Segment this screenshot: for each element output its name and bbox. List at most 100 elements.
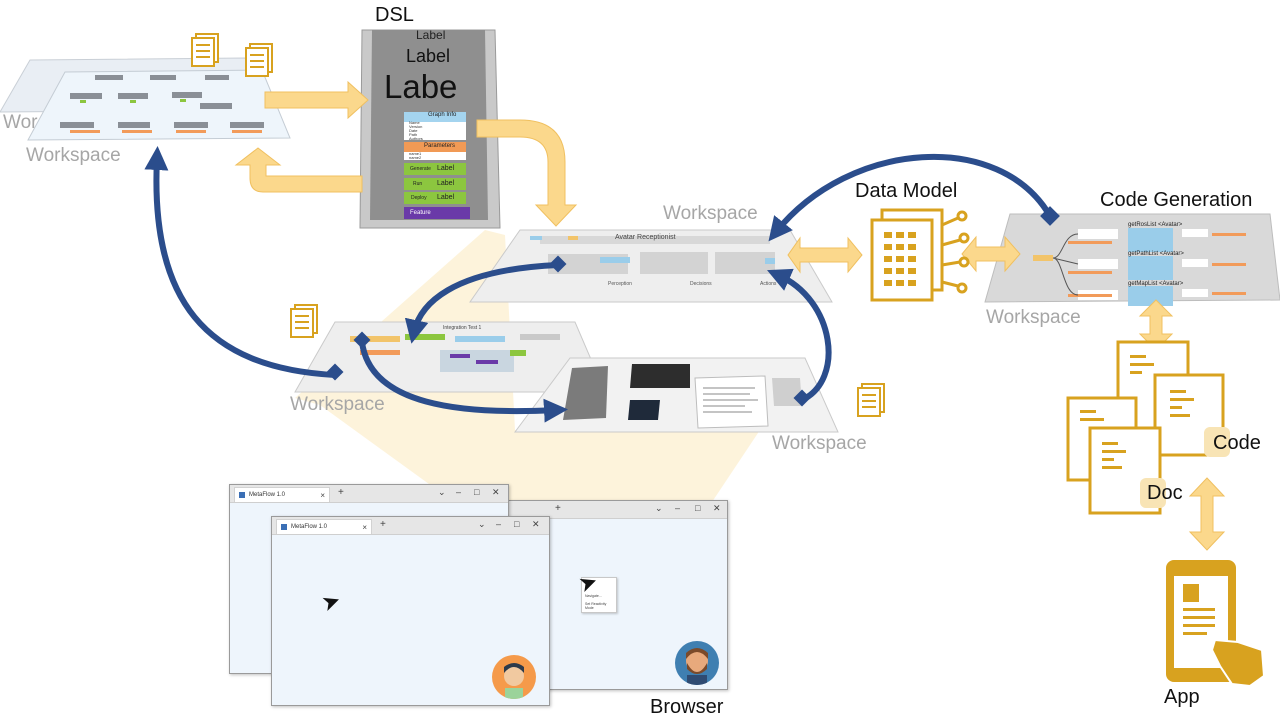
doc-label: Doc <box>1147 482 1183 504</box>
dsl-panel <box>359 29 501 229</box>
close-icon[interactable]: ✕ <box>713 503 721 513</box>
arrow-dsl-to-center-workspace <box>476 119 578 227</box>
tabs-dropdown-icon[interactable]: ⌄ <box>655 503 663 513</box>
workspace-center <box>469 229 833 303</box>
minimize-icon[interactable]: – <box>496 519 502 529</box>
arrow-code-generation-to-center <box>768 153 1053 242</box>
new-tab-icon[interactable]: + <box>338 487 344 498</box>
code-generation-title: Code Generation <box>1100 189 1253 211</box>
menu-item-navigate[interactable]: Navigate... <box>585 594 602 598</box>
avatar-young-man <box>492 655 536 699</box>
workspace-code-generation <box>984 213 1280 306</box>
arrow-dsl-to-workspace <box>234 147 363 193</box>
dsl-graph-field-4: Path <box>409 132 418 137</box>
tab-close-icon[interactable]: × <box>362 523 367 532</box>
dsl-big-label-1: Label <box>416 28 446 42</box>
data-model-title: Data Model <box>855 180 958 202</box>
dsl-button-run-label: Label <box>437 180 455 187</box>
doc-icon-dots <box>196 44 876 408</box>
codegen-function-1: getRosList <Avatar> <box>1128 222 1183 228</box>
dsl-graph-field-1: Name <box>409 120 420 125</box>
dsl-button-deploy-label: Label <box>437 194 455 201</box>
workspace-label-right-middle: Workspace <box>772 433 867 454</box>
menu-item-reactivity[interactable]: Set Reactivity Mode <box>585 602 607 610</box>
dsl-graph-field-5: Authors <box>409 136 423 141</box>
dsl-button-generate[interactable]: Generate <box>410 166 431 172</box>
minimize-icon[interactable]: – <box>675 503 681 513</box>
mouse-cursor-icon: ➤ <box>575 567 601 598</box>
browser-tabbar: MetaFlow 1.0× + ⌄ – □ ✕ <box>272 517 549 535</box>
dsl-graph-field-3: Date <box>409 128 418 133</box>
browser-tabbar: MetaFlow 1.0× + ⌄ – □ ✕ <box>230 485 508 503</box>
dsl-flow-arrows <box>234 80 1226 551</box>
tab-close-icon[interactable]: × <box>320 491 325 500</box>
workspace-label-top-left: Workspace <box>26 145 121 166</box>
tabs-dropdown-icon[interactable]: ⌄ <box>478 519 486 529</box>
dsl-button-generate-label: Label <box>437 165 455 172</box>
context-menu: Navigate... Set Reactivity Mode <box>581 577 617 613</box>
workspace-top-left-nodes <box>60 75 264 128</box>
arrow-center-to-left-workspace <box>404 262 561 344</box>
doc-file-front <box>1088 426 1162 515</box>
code-doc-lines <box>1080 355 1194 469</box>
app-tab-icon <box>281 524 287 530</box>
dsl-param-field-1: name1 <box>409 151 422 156</box>
arrow-data-model-to-code-generation <box>961 235 1021 273</box>
arrow-left-to-right-workspace <box>359 339 568 423</box>
codegen-function-2: getPathList <Avatar> <box>1128 251 1184 257</box>
dsl-title: DSL <box>375 4 414 26</box>
maximize-icon[interactable]: □ <box>514 519 520 529</box>
arrow-workspace-to-dsl <box>264 80 369 120</box>
browser-tabbar: + ⌄ – □ ✕ <box>509 501 727 519</box>
arrow-right-to-center-workspace <box>767 268 832 403</box>
workspace-center-col-actions: Actions <box>760 281 777 287</box>
workspace-center-col-decisions: Decisions <box>690 281 712 287</box>
dsl-big-label-3: Labe <box>384 68 458 105</box>
dsl-parameters: Parameters <box>424 143 456 149</box>
workspace-center-title: Avatar Receptionist <box>615 234 676 241</box>
browser-tab[interactable]: MetaFlow 1.0× <box>234 487 330 502</box>
avatar-bearded-man <box>675 641 719 685</box>
close-icon[interactable]: ✕ <box>492 487 500 497</box>
dsl-feature: Feature <box>410 210 431 216</box>
tapping-hand <box>1210 638 1266 688</box>
sync-arrows <box>144 146 1053 423</box>
maximize-icon[interactable]: □ <box>474 487 480 497</box>
dsl-button-run[interactable]: Run <box>413 181 423 187</box>
minimize-icon[interactable]: – <box>456 487 462 497</box>
browser-window-front[interactable]: MetaFlow 1.0× + ⌄ – □ ✕ ➤ <box>271 516 550 706</box>
code-label: Code <box>1213 432 1261 454</box>
browser-label: Browser <box>650 696 724 718</box>
arrow-doc-to-app <box>1188 477 1226 551</box>
data-model-icon <box>870 208 970 302</box>
close-icon[interactable]: ✕ <box>532 519 540 529</box>
dsl-param-field-2: name2 <box>409 155 422 160</box>
app-phone-icon <box>1166 560 1266 688</box>
workspace-left-title: Integration Test 1 <box>443 325 482 331</box>
workspace-right-middle <box>514 357 839 433</box>
new-tab-icon[interactable]: + <box>380 519 386 530</box>
dsl-graph-info: Graph Info <box>428 112 457 118</box>
code-doc-tags <box>1140 427 1230 508</box>
workspace-left-middle <box>294 321 606 393</box>
tabs-dropdown-icon[interactable]: ⌄ <box>438 487 446 497</box>
codegen-function-3: getMapList <Avatar> <box>1128 281 1184 287</box>
maximize-icon[interactable]: □ <box>695 503 701 513</box>
workspace-label-code-generation: Workspace <box>986 307 1081 328</box>
dsl-button-deploy[interactable]: Deploy <box>411 195 427 201</box>
workspace-plane-front <box>27 69 291 141</box>
workspace-top-left <box>0 57 291 141</box>
app-label: App <box>1164 686 1200 708</box>
workspace-label-partial: Wor <box>3 112 38 133</box>
browser-tab[interactable]: MetaFlow 1.0× <box>276 519 372 534</box>
sync-arrow-tails <box>326 206 1060 407</box>
new-tab-icon[interactable]: + <box>555 503 561 514</box>
app-tab-icon <box>239 492 245 498</box>
dsl-big-label-2: Label <box>406 46 451 66</box>
workspace-label-center: Workspace <box>663 203 758 224</box>
arrow-left-workspace-to-top-workspace <box>144 146 338 378</box>
mouse-cursor-icon: ➤ <box>318 586 344 617</box>
workspace-label-left-middle: Workspace <box>290 394 385 415</box>
arrow-center-to-data-model <box>787 236 863 274</box>
